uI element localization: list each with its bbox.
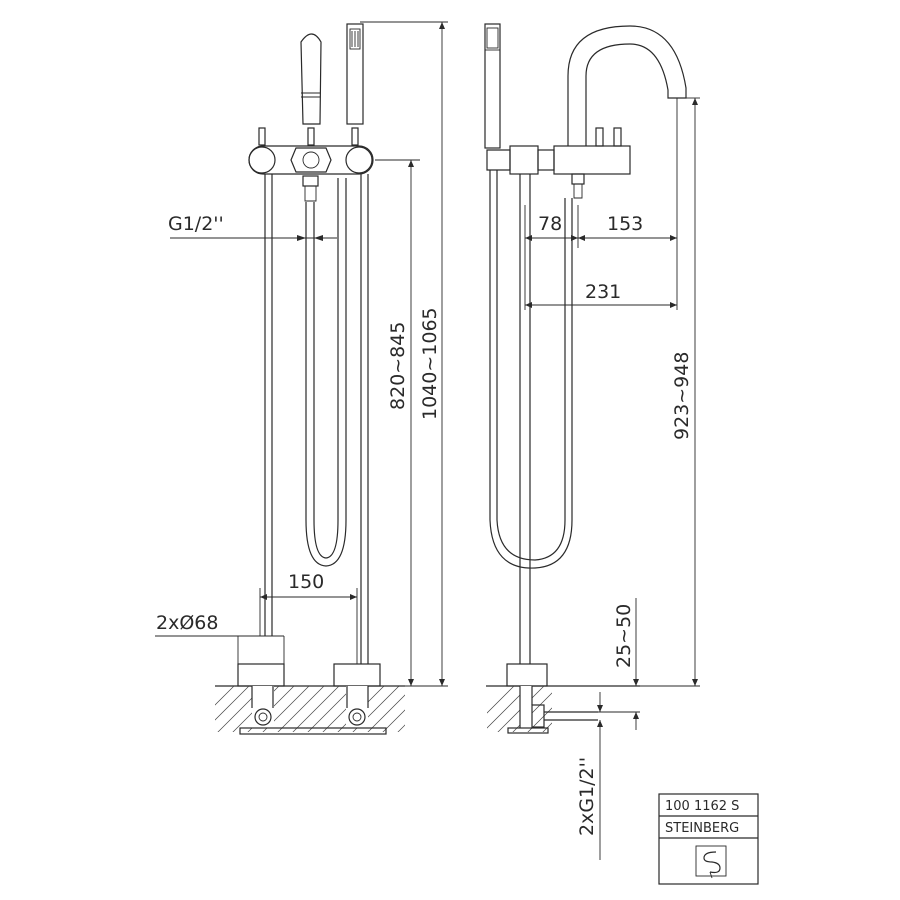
article-number: 100 1162 S [665, 799, 739, 814]
supply-label: 2xG1/2'' [576, 757, 598, 836]
height-body-label: 820~845 [387, 322, 409, 410]
spout-height-label: 923~948 [671, 352, 693, 440]
front-dimensions [155, 21, 448, 687]
offset-total-label: 231 [585, 281, 621, 303]
front-view [215, 23, 405, 735]
front-floor-flange-left [237, 663, 285, 687]
height-total-label: 1040~1065 [419, 307, 441, 420]
title-block: 100 1162 S STEINBERG [658, 793, 759, 885]
front-mixer-body [248, 145, 374, 175]
offset-b-label: 153 [607, 213, 643, 235]
side-dimensions [524, 97, 700, 860]
pipe-distance-label: 150 [288, 571, 324, 593]
pipe-diameter-label: 2xØ68 [156, 612, 218, 634]
brand-name: STEINBERG [665, 821, 739, 836]
floor-adjust-label: 25~50 [613, 604, 635, 668]
front-hand-shower [300, 33, 322, 125]
connection-label: G1/2'' [168, 213, 224, 235]
front-floor-flange-right [333, 663, 381, 687]
front-floor-hatch [215, 686, 405, 732]
front-shower-head [346, 23, 364, 125]
side-view [484, 23, 687, 734]
offset-a-label: 78 [538, 213, 562, 235]
steinberg-logo-icon [695, 845, 727, 879]
